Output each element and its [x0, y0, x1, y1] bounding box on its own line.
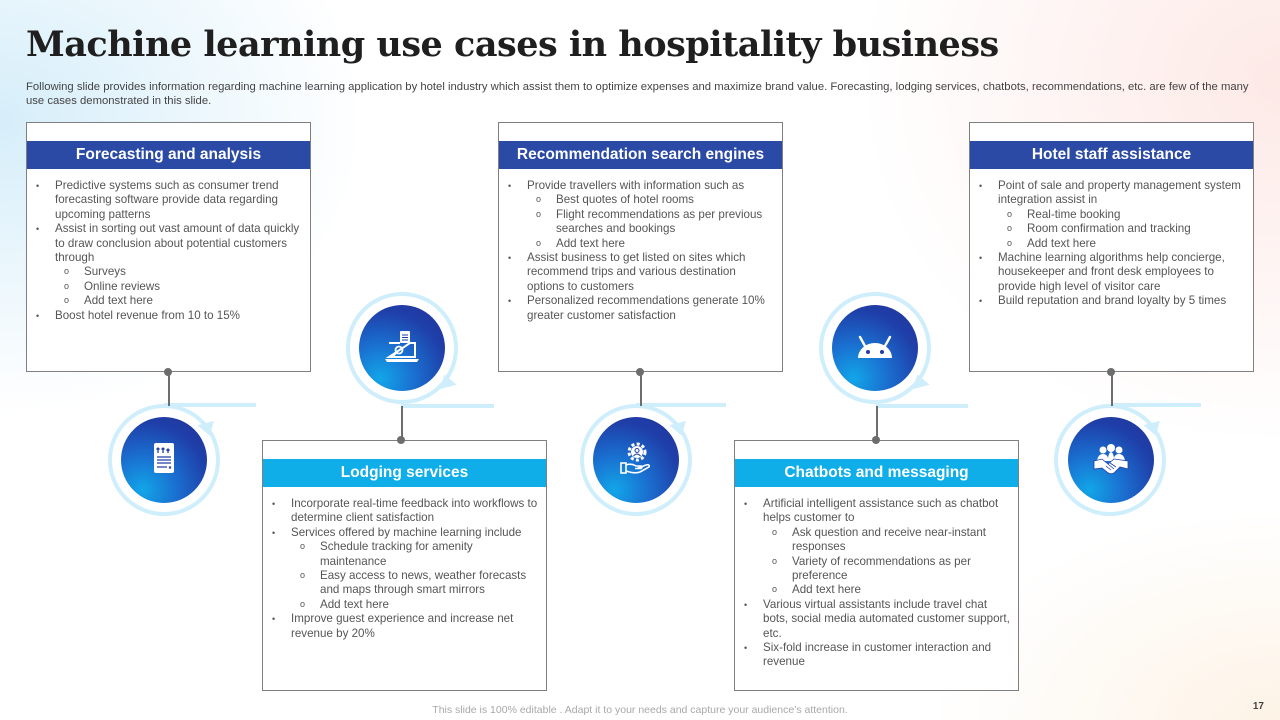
- cycle-ring: [346, 292, 458, 404]
- card-recommendation: Recommendation search engines Provide tr…: [498, 122, 783, 372]
- connector-line: [640, 372, 642, 406]
- sub-bullet-item: Schedule tracking for amenity maintenanc…: [271, 539, 538, 569]
- card-hotel-staff: Hotel staff assistance Point of sale and…: [969, 122, 1254, 372]
- card-header: Hotel staff assistance: [970, 141, 1253, 169]
- connector-line: [168, 372, 170, 406]
- bullet-item: Build reputation and brand loyalty by 5 …: [978, 294, 1245, 309]
- card-body: Predictive systems such as consumer tren…: [27, 169, 310, 323]
- sub-bullet-item: Add text here: [743, 582, 1010, 597]
- slide-title: Machine learning use cases in hospitalit…: [26, 24, 999, 65]
- bullet-item: Point of sale and property management sy…: [978, 179, 1245, 208]
- connector-line: [876, 406, 878, 440]
- cycle-ring-tail: [164, 403, 256, 407]
- card-header: Recommendation search engines: [499, 141, 782, 169]
- sub-bullet-item: Add text here: [35, 293, 302, 308]
- page-number: 17: [1252, 701, 1264, 712]
- android-robot-icon: [858, 335, 892, 358]
- card-header: Lodging services: [263, 459, 546, 487]
- recommendation-icon-badge: [593, 417, 679, 503]
- lodging-icon-badge: [359, 305, 445, 391]
- card-lodging: Lodging services Incorporate real-time f…: [262, 440, 547, 691]
- hotel-staff-icon-badge: [1068, 417, 1154, 503]
- cycle-ring-tail: [1111, 403, 1201, 407]
- bullet-item: Artificial intelligent assistance such a…: [743, 497, 1010, 526]
- laptop-search-icon: [385, 331, 419, 362]
- slide-footer-note: This slide is 100% editable . Adapt it t…: [432, 704, 848, 716]
- connector-dot: [636, 368, 644, 376]
- connector-dot: [397, 436, 405, 444]
- card-body: Artificial intelligent assistance such a…: [735, 487, 1018, 670]
- hand-gear-user-icon: [620, 442, 650, 474]
- team-handshake-icon: [1093, 444, 1129, 475]
- card-body: Provide travellers with information such…: [499, 169, 782, 323]
- sub-bullet-item: Room confirmation and tracking: [978, 221, 1245, 236]
- cycle-ring: [1054, 404, 1166, 516]
- connector-dot: [164, 368, 172, 376]
- card-header: Forecasting and analysis: [27, 141, 310, 169]
- sub-bullet-item: Variety of recommendations as per prefer…: [743, 554, 1010, 584]
- sub-bullet-item: Ask question and receive near-instant re…: [743, 525, 1010, 555]
- sub-bullet-item: Online reviews: [35, 279, 302, 294]
- bullet-item: Personalized recommendations generate 10…: [507, 294, 774, 323]
- chatbots-icon-badge: [832, 305, 918, 391]
- connector-line: [401, 406, 403, 440]
- card-header: Chatbots and messaging: [735, 459, 1018, 487]
- bullet-item: Predictive systems such as consumer tren…: [35, 179, 302, 222]
- bullet-item: Six-fold increase in customer interactio…: [743, 641, 1010, 670]
- sub-bullet-item: Flight recommendations as per previous s…: [507, 207, 774, 237]
- bullet-item: Machine learning algorithms help concier…: [978, 251, 1245, 294]
- connector-dot: [1107, 368, 1115, 376]
- bullet-item: Various virtual assistants include trave…: [743, 598, 1010, 641]
- cycle-ring-tail: [636, 403, 726, 407]
- sub-bullet-item: Easy access to news, weather forecasts a…: [271, 568, 538, 598]
- bullet-item: Incorporate real-time feedback into work…: [271, 497, 538, 526]
- cycle-ring-tail: [401, 404, 494, 408]
- connector-line: [1111, 372, 1113, 406]
- connector-dot: [872, 436, 880, 444]
- sub-bullet-item: Surveys: [35, 264, 302, 279]
- card-body: Point of sale and property management sy…: [970, 169, 1253, 309]
- bullet-item: Improve guest experience and increase ne…: [271, 612, 538, 641]
- card-body: Incorporate real-time feedback into work…: [263, 487, 546, 641]
- card-chatbots: Chatbots and messaging Artificial intell…: [734, 440, 1019, 691]
- sub-bullet-item: Add text here: [507, 236, 774, 251]
- bullet-item: Boost hotel revenue from 10 to 15%: [35, 309, 302, 324]
- sub-bullet-item: Add text here: [978, 236, 1245, 251]
- bullet-item: Provide travellers with information such…: [507, 179, 774, 194]
- bullet-item: Services offered by machine learning inc…: [271, 526, 538, 541]
- sub-bullet-item: Real-time booking: [978, 207, 1245, 222]
- sub-bullet-item: Best quotes of hotel rooms: [507, 192, 774, 207]
- slide-subtitle: Following slide provides information reg…: [26, 81, 1249, 107]
- sub-bullet-item: Add text here: [271, 597, 538, 612]
- cycle-ring-tail: [876, 404, 968, 408]
- bullet-item: Assist business to get listed on sites w…: [507, 251, 774, 294]
- bullet-item: Assist in sorting out vast amount of dat…: [35, 222, 302, 265]
- document-report-icon: [154, 443, 174, 473]
- card-forecasting: Forecasting and analysis Predictive syst…: [26, 122, 311, 372]
- cycle-ring: [819, 292, 931, 404]
- forecasting-icon-badge: [121, 417, 207, 503]
